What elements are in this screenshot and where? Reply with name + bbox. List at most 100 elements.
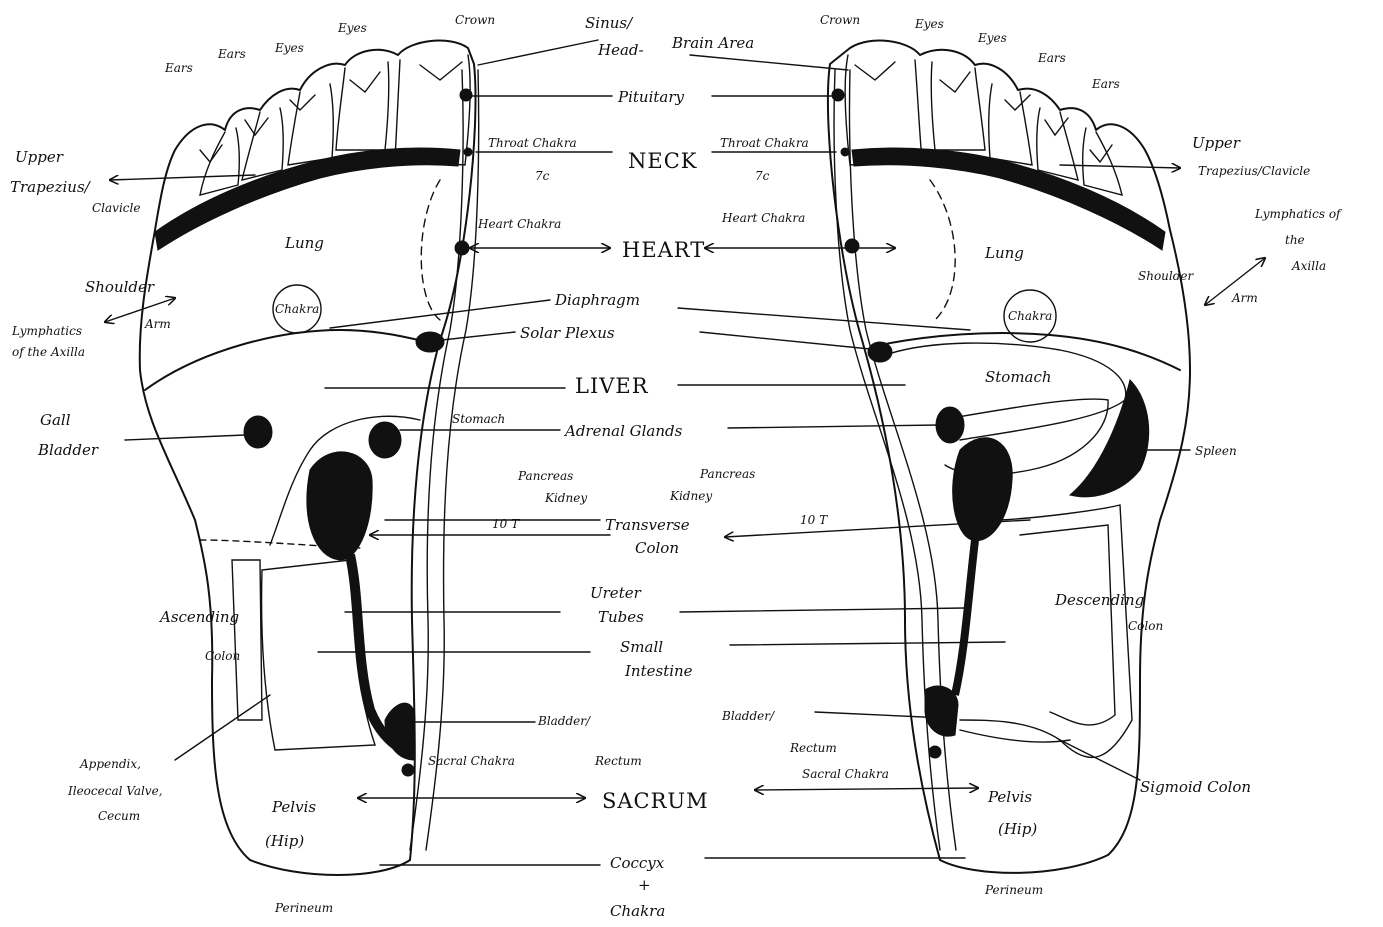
left-label-eyes-2: Eyes (274, 41, 304, 55)
right-label-kidney: Kidney (669, 489, 712, 503)
right-label-axilla: Axilla (1291, 259, 1326, 273)
label-intestine: Intestine (624, 662, 693, 680)
right-crown-mark (855, 62, 895, 80)
left-label-upper: Upper (15, 148, 64, 166)
left-toe-4 (242, 108, 283, 180)
right-label-the: the (1285, 233, 1305, 247)
right-descending-colon (960, 505, 1132, 757)
left-heart-curve (421, 180, 440, 320)
label-chakra: Chakra (610, 902, 665, 920)
right-throat-dot (841, 148, 849, 156)
right-sacral-dot (929, 746, 941, 758)
right-label-pelvis: Pelvis (987, 788, 1032, 806)
left-label-trapezius: Trapezius/ (10, 178, 92, 196)
right-label-lung: Lung (984, 244, 1024, 262)
left-label-lung: Lung (284, 234, 324, 252)
left-label-appendix: Appendix, (79, 757, 141, 771)
left-label-arm: Arm (144, 317, 171, 331)
label-pituitary: Pituitary (617, 88, 685, 106)
left-label-rectum: Rectum (594, 754, 642, 768)
left-label-cecum: Cecum (98, 809, 140, 823)
right-eye-mark-2 (1005, 95, 1030, 110)
label-coccyx: Coccyx (610, 854, 665, 872)
left-label-clavicle: Clavicle (92, 201, 140, 215)
right-label-descending: Descending (1054, 591, 1144, 609)
right-descending-colon-inner (1020, 525, 1115, 725)
right-toe-3 (989, 84, 1032, 165)
label-neck: NECK (628, 149, 697, 173)
label-brain-area: Brain Area (671, 34, 754, 52)
right-solar-plexus-blob (868, 342, 892, 362)
left-label-colon: Colon (205, 649, 240, 663)
left-kidney-shape (307, 452, 372, 560)
label-solar-plexus: Solar Plexus (520, 324, 615, 342)
label-sacrum: SACRUM (602, 789, 709, 813)
left-label-chakra: Chakra (275, 302, 319, 316)
right-label-throat-chakra: Throat Chakra (720, 136, 809, 150)
left-label-lymphatics: Lymphatics (11, 324, 82, 338)
label-colon: Colon (635, 539, 679, 557)
right-label-eyes-1: Eyes (914, 17, 944, 31)
right-bladder-shape (925, 686, 958, 736)
label-liver: LIVER (575, 374, 649, 398)
right-label-sacral-chakra: Sacral Chakra (802, 767, 889, 781)
left-label-ascending: Ascending (158, 608, 239, 626)
left-adrenal-shape (369, 422, 401, 458)
left-label-eyes-1: Eyes (337, 21, 367, 35)
right-label-7c: 7c (755, 169, 770, 183)
left-label-of-axilla: of the Axilla (12, 345, 85, 359)
left-pituitary-dot (460, 89, 472, 101)
left-bladder-shape (385, 703, 415, 760)
left-ear-mark-2 (200, 145, 222, 162)
label-diaphragm: Diaphragm (554, 291, 640, 309)
right-label-stomach: Stomach (985, 368, 1052, 386)
right-label-bladder: Bladder/ (721, 709, 776, 723)
left-label-ears-1: Ears (217, 47, 246, 61)
left-toe-2 (336, 62, 389, 150)
left-diaphragm-line (145, 330, 440, 390)
left-label-gall: Gall (40, 411, 71, 429)
right-label-chakra: Chakra (1008, 309, 1052, 323)
right-label-sigmoid: Sigmoid Colon (1140, 778, 1251, 796)
left-label-crown: Crown (455, 13, 495, 27)
left-throat-dot (464, 148, 472, 156)
right-spine-channel (834, 70, 940, 850)
right-eye-mark-1 (940, 72, 970, 92)
right-toe-4 (1037, 108, 1078, 180)
right-label-shoulder: Shoulder (1138, 269, 1195, 283)
right-label-trapezius: Trapezius/Clavicle (1198, 164, 1310, 178)
label-adrenal-glands: Adrenal Glands (563, 422, 683, 440)
right-label-10t: 10 T (800, 513, 828, 527)
left-crown-mark (420, 62, 462, 80)
right-label-heart-chakra: Heart Chakra (721, 211, 805, 225)
label-transverse: Transverse (605, 516, 690, 534)
left-eye-mark-1 (350, 72, 380, 92)
left-toe-3 (288, 84, 333, 165)
left-label-perineum: Perineum (274, 901, 333, 915)
spleen-shape (1070, 380, 1149, 497)
right-kidney-shape (953, 438, 1013, 541)
right-label-ears-2: Ears (1091, 77, 1120, 91)
right-ear-mark-2 (1090, 145, 1112, 162)
label-plus: + (638, 876, 651, 894)
left-label-ears-2: Ears (164, 61, 193, 75)
right-pituitary-dot (832, 89, 844, 101)
left-label-ileocecal: Ileocecal Valve, (67, 784, 163, 798)
right-neck-band (852, 148, 1165, 250)
right-ureter (955, 540, 975, 695)
right-label-ears-1: Ears (1037, 51, 1066, 65)
left-heart-dot (455, 241, 469, 255)
left-label-10t: 10 T (492, 517, 520, 531)
left-label-stomach: Stomach (452, 412, 505, 426)
left-label-bladder-rectum: Bladder/ (537, 714, 592, 728)
left-ascending-colon-inner (232, 560, 262, 720)
right-label-arm: Arm (1231, 291, 1258, 305)
right-toe-2 (931, 62, 985, 150)
right-label-colon: Colon (1128, 619, 1163, 633)
left-label-kidney: Kidney (544, 491, 587, 505)
left-label-7c: 7c (535, 169, 550, 183)
right-label-perineum: Perineum (984, 883, 1043, 897)
left-label-pelvis: Pelvis (271, 798, 316, 816)
